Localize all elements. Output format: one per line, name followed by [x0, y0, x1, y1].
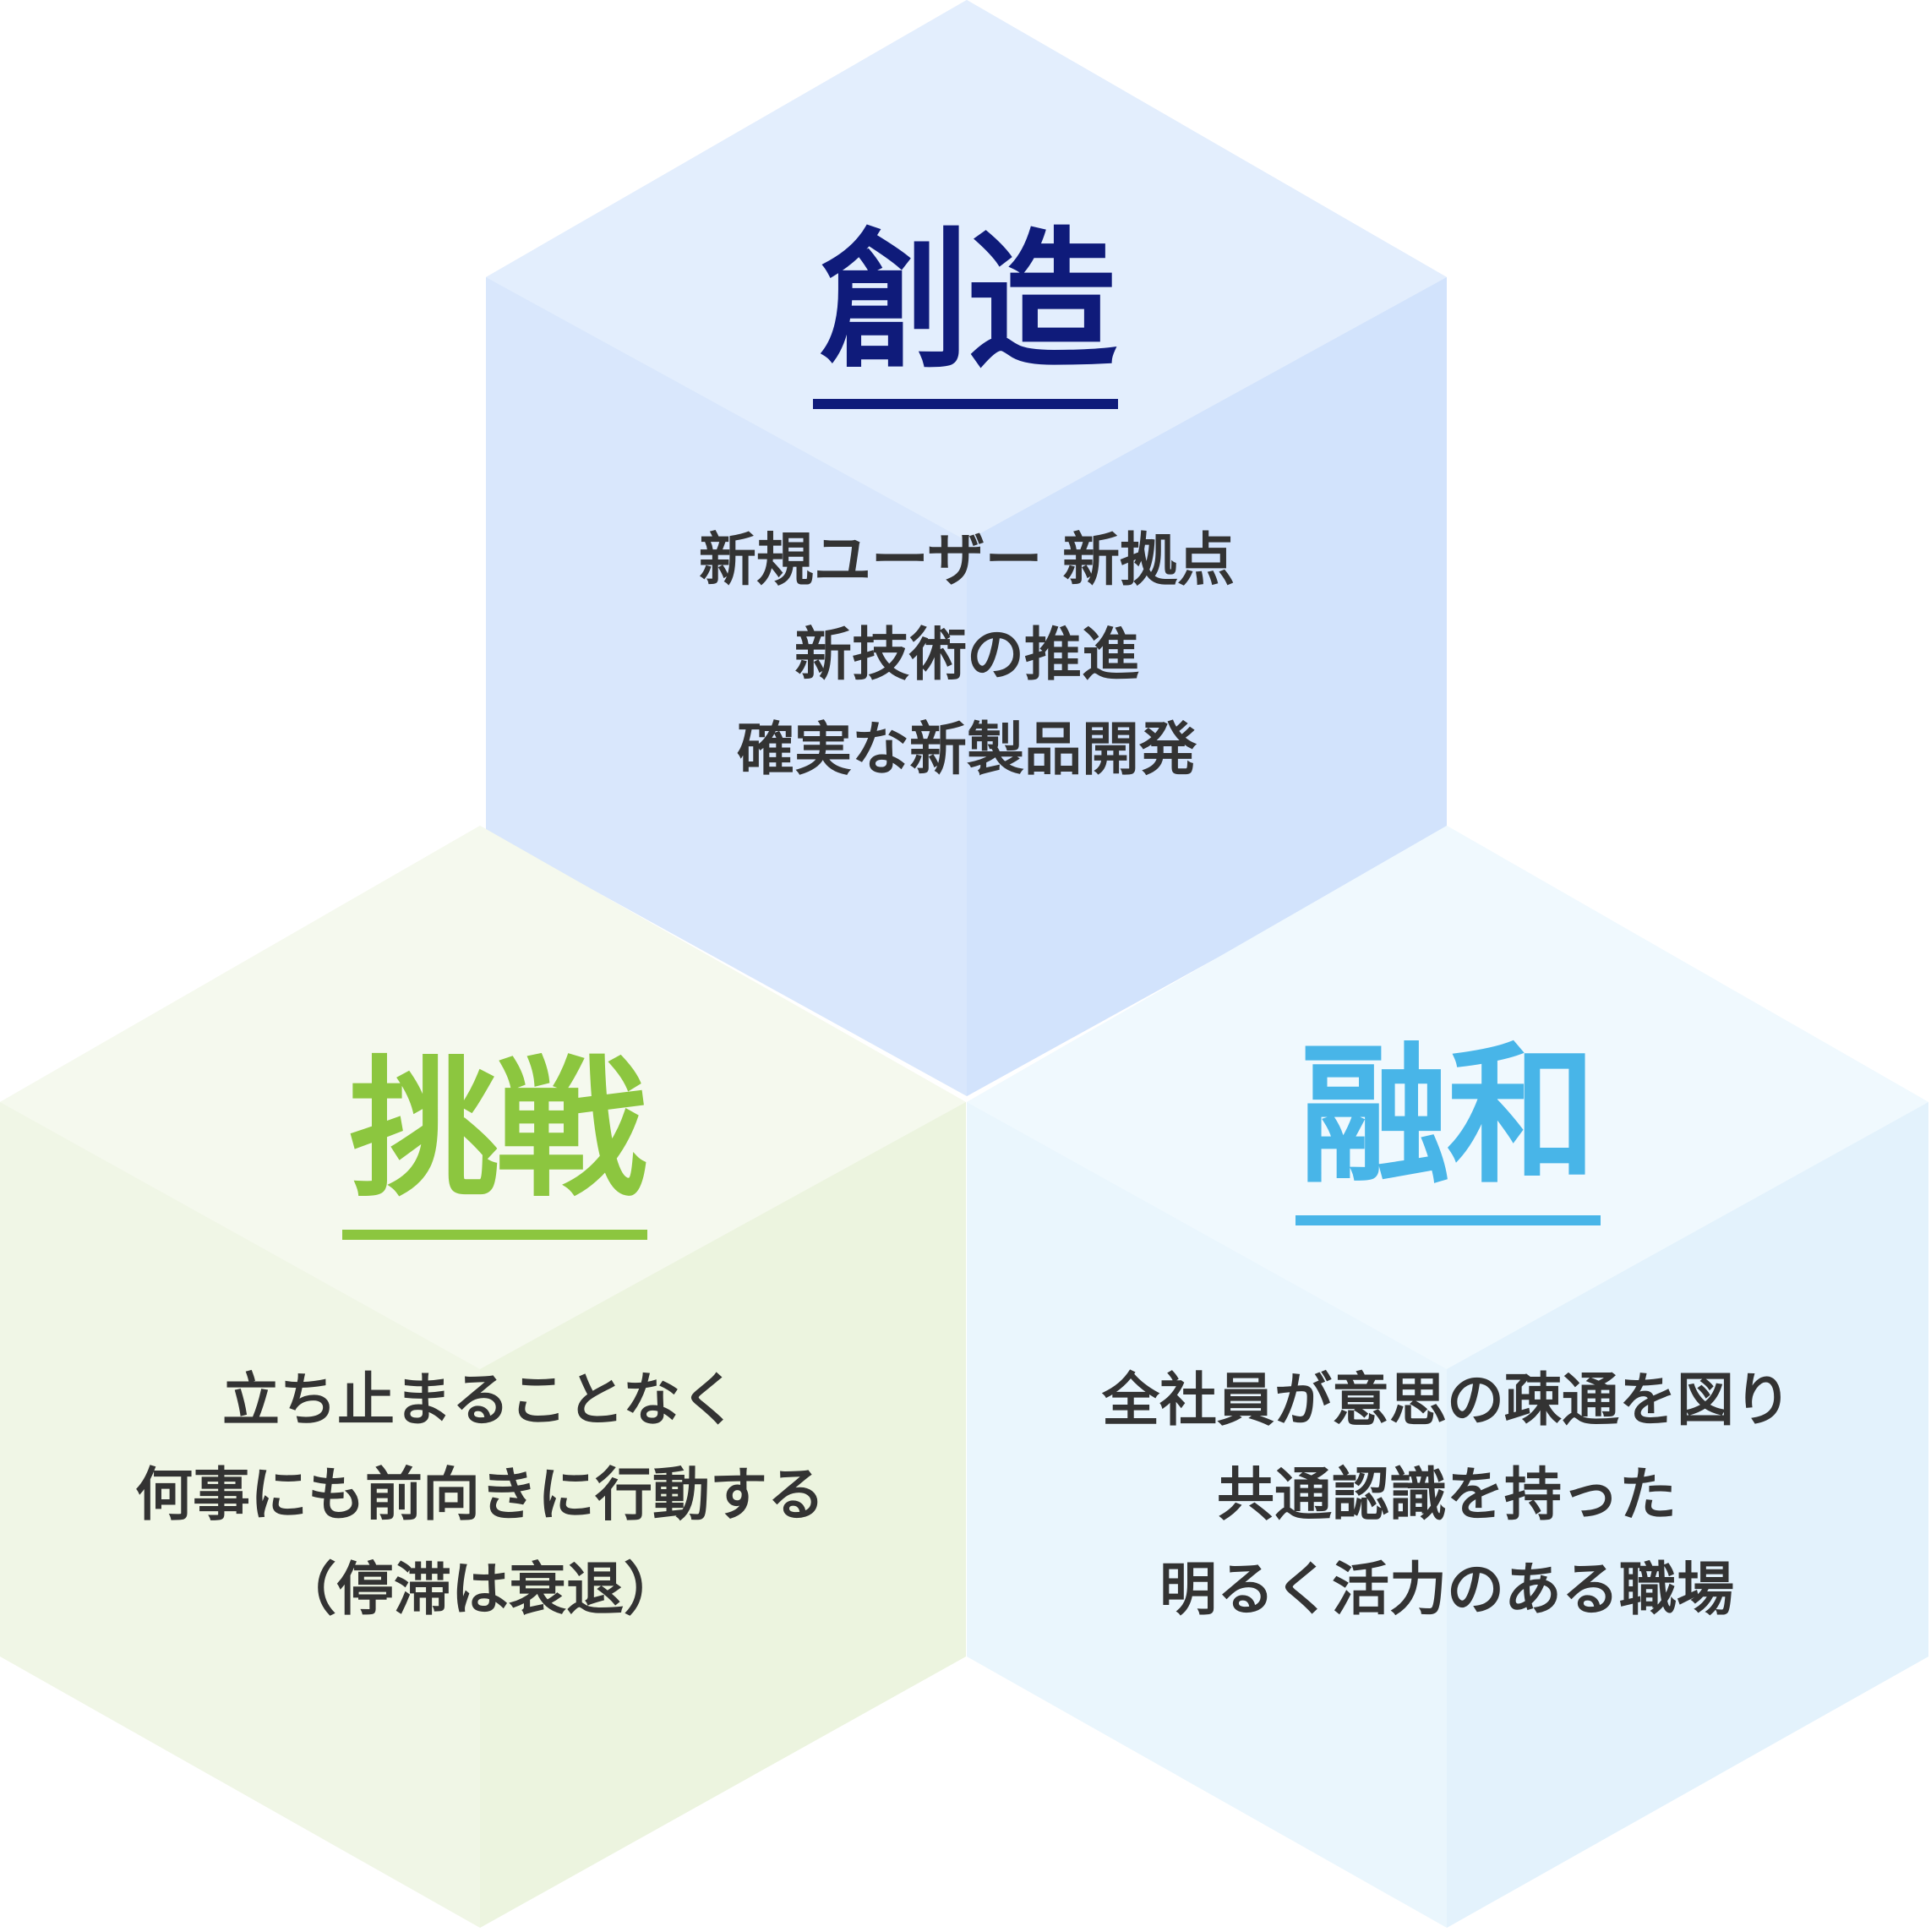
title-underline-creation	[813, 399, 1118, 409]
description-harmony: 全社員が意思の疎通を図り 共通認識を持った 明るく活力のある職場	[982, 1354, 1912, 1638]
description-line: 何事にも前向きに行動する	[134, 1462, 825, 1529]
title-creation: 創造	[820, 214, 1117, 389]
description-line: 立ち止まることなく	[222, 1367, 738, 1434]
description-line: 新規ユーザー 新拠点	[698, 527, 1236, 594]
description-line: 新技術の推進	[794, 622, 1139, 689]
description-creation: 新規ユーザー 新拠点 新技術の推進 確実な新製品開発	[502, 514, 1432, 798]
description-challenge: 立ち止まることなく 何事にも前向きに行動する （停滞は衰退）	[15, 1354, 945, 1638]
hexagon-creation	[486, 0, 1447, 1096]
hexagon-harmony	[967, 826, 1928, 1928]
title-underline-harmony	[1296, 1215, 1601, 1225]
description-line: （停滞は衰退）	[278, 1557, 681, 1624]
title-harmony: 融和	[1300, 1029, 1597, 1203]
hexagon-challenge	[0, 826, 966, 1928]
description-line: 明るく活力のある職場	[1159, 1557, 1734, 1624]
title-challenge: 挑戦	[349, 1042, 646, 1217]
description-line: 共通認識を持った	[1216, 1462, 1677, 1529]
description-line: 確実な新製品開発	[736, 717, 1197, 783]
title-underline-challenge	[342, 1230, 647, 1240]
description-line: 全社員が意思の疎通を図り	[1101, 1367, 1792, 1434]
